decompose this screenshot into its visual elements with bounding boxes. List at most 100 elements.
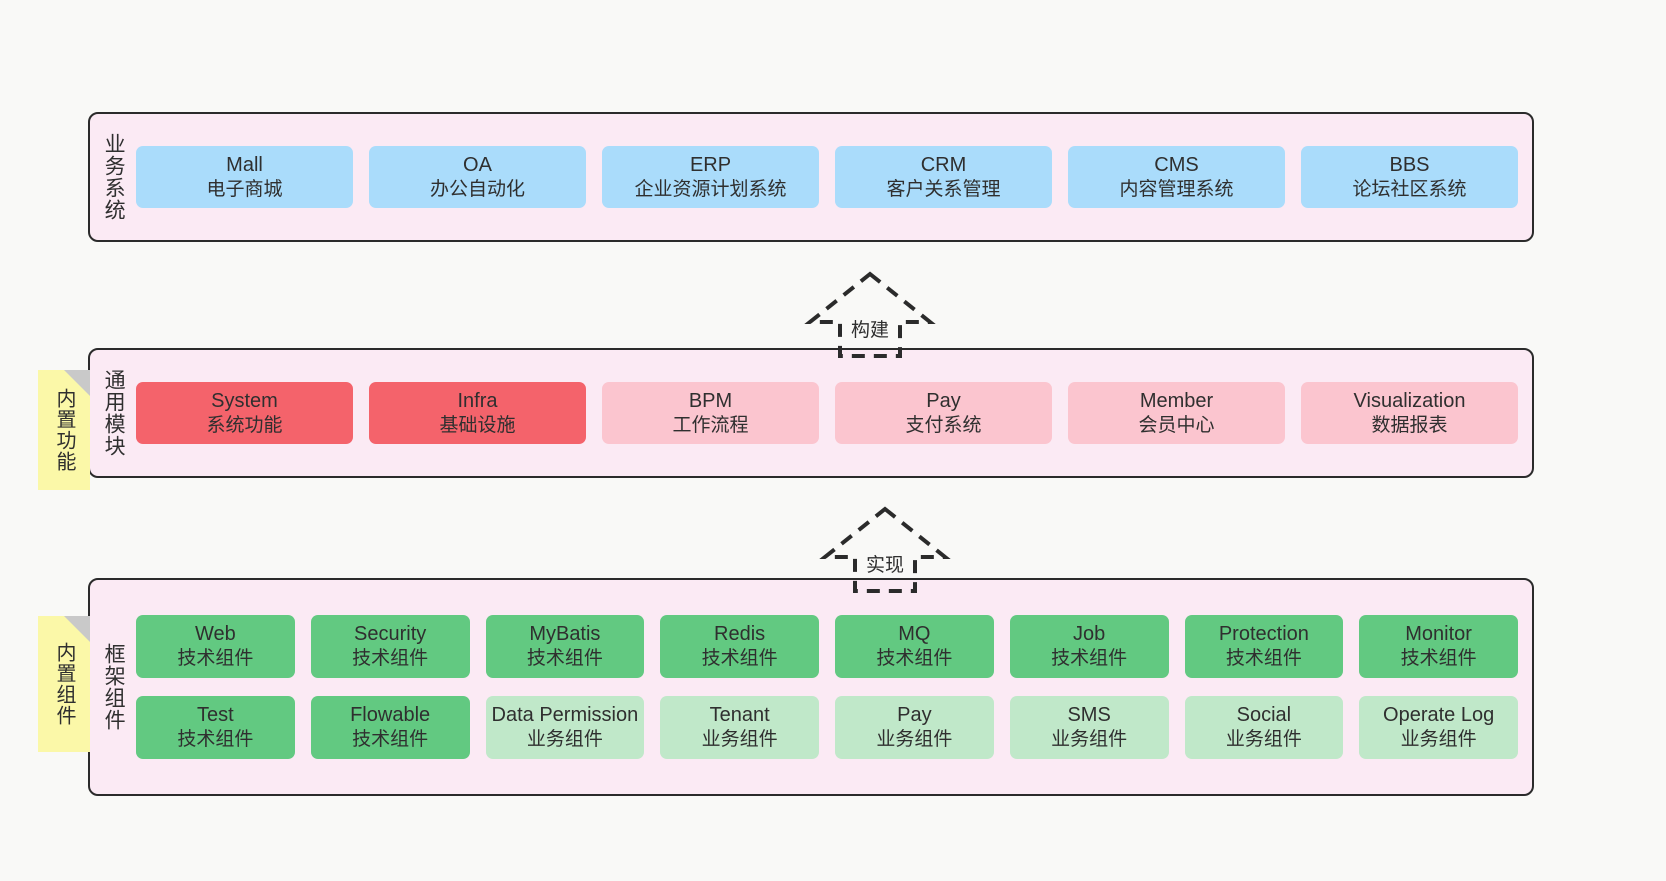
card-title: BBS — [1389, 153, 1430, 176]
layer-common-modules-body: System 系统功能 Infra 基础设施 BPM 工作流程 Pay 支付系统… — [136, 350, 1532, 476]
card-subtitle: 客户关系管理 — [886, 178, 1001, 200]
card-title: Infra — [457, 389, 498, 412]
card-subtitle: 支付系统 — [905, 414, 982, 436]
layer-common-modules: 通用模块 System 系统功能 Infra 基础设施 BPM 工作流程 Pay… — [88, 348, 1534, 478]
card-title: Test — [197, 704, 234, 726]
note-fold-corner-icon — [64, 616, 90, 642]
framework-card-row-technical: Web 技术组件 Security 技术组件 MyBatis 技术组件 Redi… — [136, 615, 1518, 678]
card-subtitle: 企业资源计划系统 — [634, 178, 787, 200]
card-title: Mall — [226, 153, 263, 176]
layer-framework-components-body: Web 技术组件 Security 技术组件 MyBatis 技术组件 Redi… — [136, 580, 1532, 794]
card-subtitle: 技术组件 — [352, 648, 429, 670]
card-security[interactable]: Security 技术组件 — [310, 615, 470, 678]
card-crm[interactable]: CRM 客户关系管理 — [835, 145, 1052, 209]
card-title: ERP — [689, 153, 732, 176]
card-mall[interactable]: Mall 电子商城 — [136, 145, 353, 209]
card-title: Security — [354, 623, 427, 646]
card-cms[interactable]: CMS 内容管理系统 — [1068, 145, 1285, 209]
card-subtitle: 业务组件 — [701, 729, 778, 750]
card-erp[interactable]: ERP 企业资源计划系统 — [602, 145, 819, 209]
card-title: System — [211, 389, 278, 412]
card-subtitle: 技术组件 — [1400, 648, 1477, 670]
card-subtitle: 技术组件 — [177, 648, 254, 670]
card-flowable[interactable]: Flowable 技术组件 — [310, 696, 470, 759]
card-title: Redis — [714, 623, 766, 646]
layer-framework-components: 框架组件 Web 技术组件 Security 技术组件 MyBatis 技术组件… — [88, 578, 1534, 796]
card-subtitle: 会员中心 — [1138, 414, 1215, 436]
card-redis[interactable]: Redis 技术组件 — [660, 615, 819, 678]
card-subtitle: 技术组件 — [876, 648, 953, 670]
card-member[interactable]: Member 会员中心 — [1068, 381, 1285, 445]
card-subtitle: 技术组件 — [177, 729, 254, 750]
card-title: Monitor — [1405, 623, 1472, 646]
card-pay-business[interactable]: Pay 业务组件 — [835, 696, 994, 759]
card-oa[interactable]: OA 办公自动化 — [369, 145, 586, 209]
card-title: Pay — [897, 704, 932, 726]
card-mq[interactable]: MQ 技术组件 — [835, 615, 994, 678]
card-tenant[interactable]: Tenant 业务组件 — [660, 696, 819, 759]
note-fold-corner-icon — [64, 370, 90, 396]
card-subtitle: 办公自动化 — [429, 178, 525, 200]
card-data-permission[interactable]: Data Permission 业务组件 — [485, 696, 645, 759]
card-title: OA — [463, 153, 492, 176]
card-system[interactable]: System 系统功能 — [136, 381, 353, 445]
card-title: SMS — [1067, 704, 1111, 726]
card-social[interactable]: Social 业务组件 — [1184, 696, 1344, 759]
card-web[interactable]: Web 技术组件 — [136, 615, 295, 678]
card-subtitle: 技术组件 — [701, 648, 778, 670]
card-subtitle: 基础设施 — [439, 414, 516, 436]
card-pay[interactable]: Pay 支付系统 — [835, 381, 1052, 445]
card-visualization[interactable]: Visualization 数据报表 — [1301, 381, 1518, 445]
card-subtitle: 业务组件 — [876, 729, 953, 750]
card-title: MQ — [898, 623, 931, 646]
card-title: Flowable — [350, 704, 431, 726]
layer-business-systems-label: 业务系统 — [102, 133, 126, 221]
card-title: Data Permission — [491, 704, 639, 726]
card-operate-log[interactable]: Operate Log 业务组件 — [1359, 696, 1518, 759]
card-subtitle: 技术组件 — [352, 729, 429, 750]
card-monitor[interactable]: Monitor 技术组件 — [1359, 615, 1518, 678]
connector-implement: 实现 — [810, 505, 960, 595]
card-title: Visualization — [1353, 389, 1466, 412]
connector-build-label: 构建 — [850, 320, 890, 341]
note-builtin-components: 内置组件 — [38, 616, 90, 752]
card-sms[interactable]: SMS 业务组件 — [1009, 696, 1169, 759]
card-subtitle: 业务组件 — [1051, 729, 1128, 750]
card-title: Tenant — [709, 704, 770, 726]
connector-build: 构建 — [795, 270, 945, 360]
card-title: CRM — [920, 153, 967, 176]
card-protection[interactable]: Protection 技术组件 — [1184, 615, 1344, 678]
card-test[interactable]: Test 技术组件 — [136, 696, 295, 759]
card-mybatis[interactable]: MyBatis 技术组件 — [485, 615, 645, 678]
card-subtitle: 电子商城 — [206, 178, 283, 200]
connector-implement-label: 实现 — [865, 555, 905, 576]
card-infra[interactable]: Infra 基础设施 — [369, 381, 586, 445]
layer-framework-components-label: 框架组件 — [102, 643, 126, 731]
card-title: Pay — [926, 389, 961, 412]
common-card-row: System 系统功能 Infra 基础设施 BPM 工作流程 Pay 支付系统… — [136, 381, 1518, 445]
card-subtitle: 内容管理系统 — [1119, 178, 1234, 200]
card-subtitle: 论坛社区系统 — [1352, 178, 1467, 200]
layer-business-systems-body: Mall 电子商城 OA 办公自动化 ERP 企业资源计划系统 CRM 客户关系… — [136, 114, 1532, 240]
card-title: Protection — [1218, 623, 1309, 646]
card-title: Social — [1236, 704, 1292, 726]
card-title: Operate Log — [1383, 704, 1495, 726]
layer-business-systems: 业务系统 Mall 电子商城 OA 办公自动化 ERP 企业资源计划系统 CRM… — [88, 112, 1534, 242]
note-builtin-features: 内置功能 — [38, 370, 90, 490]
card-subtitle: 数据报表 — [1371, 414, 1448, 436]
card-subtitle: 技术组件 — [1051, 648, 1128, 670]
card-bbs[interactable]: BBS 论坛社区系统 — [1301, 145, 1518, 209]
note-builtin-features-label: 内置功能 — [53, 388, 75, 472]
card-subtitle: 业务组件 — [1225, 729, 1302, 750]
card-job[interactable]: Job 技术组件 — [1009, 615, 1169, 678]
card-title: Job — [1073, 623, 1106, 646]
layer-common-modules-label: 通用模块 — [102, 369, 126, 457]
card-subtitle: 技术组件 — [526, 648, 603, 670]
card-title: Web — [194, 623, 236, 646]
business-card-row: Mall 电子商城 OA 办公自动化 ERP 企业资源计划系统 CRM 客户关系… — [136, 145, 1518, 209]
card-bpm[interactable]: BPM 工作流程 — [602, 381, 819, 445]
framework-card-row-business: Test 技术组件 Flowable 技术组件 Data Permission … — [136, 696, 1518, 759]
card-subtitle: 业务组件 — [526, 729, 603, 750]
card-subtitle: 业务组件 — [1400, 729, 1477, 750]
